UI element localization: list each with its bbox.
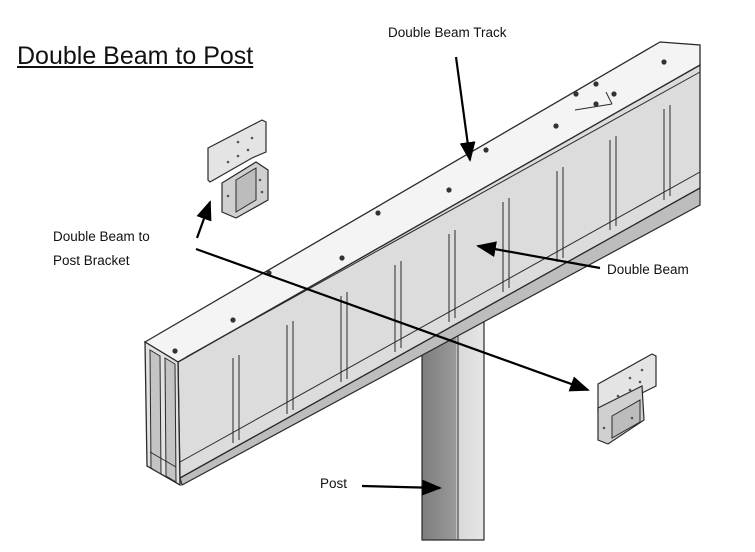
arrow-bracket-top [195,200,212,239]
bracket-top [207,119,269,219]
label-bracket-line1: Double Beam to [53,229,150,244]
label-beam: Double Beam [607,262,689,277]
arrow-post [361,479,442,496]
arrow-beam [476,241,601,270]
bracket-right [597,353,657,445]
label-post: Post [320,476,348,491]
beam-end-face [144,340,181,487]
beam-stiffeners [232,105,671,443]
diagram-title: Double Beam to Post [17,42,254,70]
callout-arrows [195,56,601,496]
track-bolts [172,59,667,354]
arrow-bracket-right [195,247,590,392]
arrow-track [454,56,476,162]
label-track: Double Beam Track [388,25,507,40]
label-bracket-line2: Post Bracket [53,253,130,268]
